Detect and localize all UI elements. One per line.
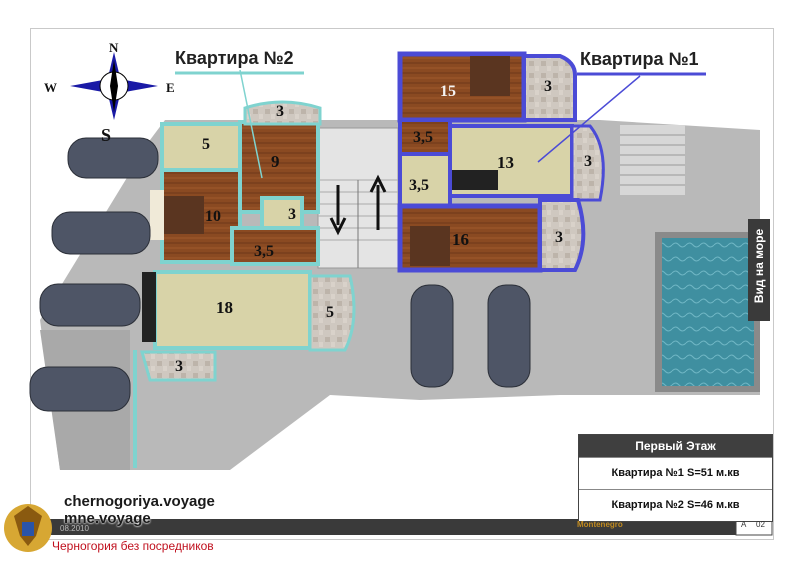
outdoor-stairs (620, 125, 685, 195)
room-label-a2-35: 3,5 (254, 243, 274, 260)
room-label-a2-5: 5 (202, 136, 210, 153)
legend-apt2: Квартира №2 S=46 м.кв (579, 489, 772, 521)
area-legend: Первый Этаж Квартира №1 S=51 м.кв Кварти… (578, 434, 773, 522)
a2-bed-pillow (150, 190, 164, 240)
a1-terrace-bot (538, 198, 586, 272)
room-label-a1-15: 15 (440, 83, 456, 100)
car-3 (39, 283, 141, 327)
room-label-a2-3: 3 (288, 206, 296, 223)
apartment-2 (133, 100, 356, 468)
legend-header: Первый Этаж (579, 435, 772, 457)
a2-room-5 (160, 122, 242, 172)
a1-kitchen (452, 170, 498, 190)
a2-terrace-5 (308, 274, 356, 352)
room-label-a2-3b: 3 (175, 358, 183, 375)
compass-south-label: S (101, 125, 112, 145)
car-5 (410, 284, 454, 388)
room-label-a2-18: 18 (216, 298, 233, 317)
a2-callout-line (239, 69, 263, 179)
room-label-a1-terrace-top: 3 (544, 78, 552, 95)
room-label-a1-13: 13 (497, 153, 514, 172)
room-label-a1-35a: 3,5 (413, 129, 433, 146)
pool (662, 238, 754, 386)
a1-bed-2 (410, 226, 450, 266)
sea-view-label: Вид на море (748, 219, 770, 321)
a1-callout-line (537, 75, 641, 163)
watermark-line3: Черногория без посредников (52, 539, 214, 553)
compass-rose (70, 52, 158, 120)
central-staircase (317, 127, 399, 269)
a2-room-35 (230, 226, 320, 266)
car-4 (29, 366, 131, 412)
car-6 (487, 284, 531, 388)
room-label-a2-5b: 5 (326, 304, 334, 321)
a1-terrace-top (522, 54, 577, 122)
a1-room-35b (398, 152, 452, 208)
apartment-1 (397, 51, 605, 273)
watermark-line1: chernogoriya.voyage (64, 493, 215, 510)
a2-terrace-3b (140, 350, 217, 382)
compass-west-label: W (44, 80, 57, 95)
apartment-2-title: Квартира №2 (175, 48, 294, 68)
room-label-a1-35b: 3,5 (409, 177, 429, 194)
apartment-1-title: Квартира №1 (580, 49, 699, 69)
a2-terrace-3 (243, 100, 322, 126)
a1-terrace-mid (570, 124, 605, 202)
room-label-a2-9: 9 (271, 152, 280, 171)
a2-room-3 (260, 196, 304, 232)
room-label-a1-terrace-mid: 3 (584, 153, 592, 170)
footer-date: 08.2010 (60, 524, 89, 533)
watermark-line2: mne.voyage (64, 510, 151, 527)
compass-north-label: N (109, 40, 119, 55)
room-label-a1-terrace-bot: 3 (555, 229, 563, 246)
footer-sheet: A (741, 520, 747, 529)
a2-bed (164, 196, 204, 234)
footer-bar (30, 519, 772, 535)
room-label-a2-terrace: 3 (276, 103, 284, 120)
car-1 (67, 137, 159, 179)
car-2 (51, 211, 151, 255)
parked-cars (29, 137, 531, 412)
sea-view-text: Вид на море (752, 228, 766, 304)
montenegro-emblem (4, 504, 52, 552)
room-label-a1-16: 16 (452, 230, 469, 249)
footer-page: 02 (756, 520, 765, 529)
legend-apt1: Квартира №1 S=51 м.кв (579, 457, 772, 489)
room-label-a2-10: 10 (205, 208, 221, 225)
compass-east-label: E (166, 80, 175, 95)
footer-brand: Montenegro (577, 520, 623, 529)
a1-bed-1 (470, 56, 510, 96)
a2-kitchen (142, 272, 156, 342)
